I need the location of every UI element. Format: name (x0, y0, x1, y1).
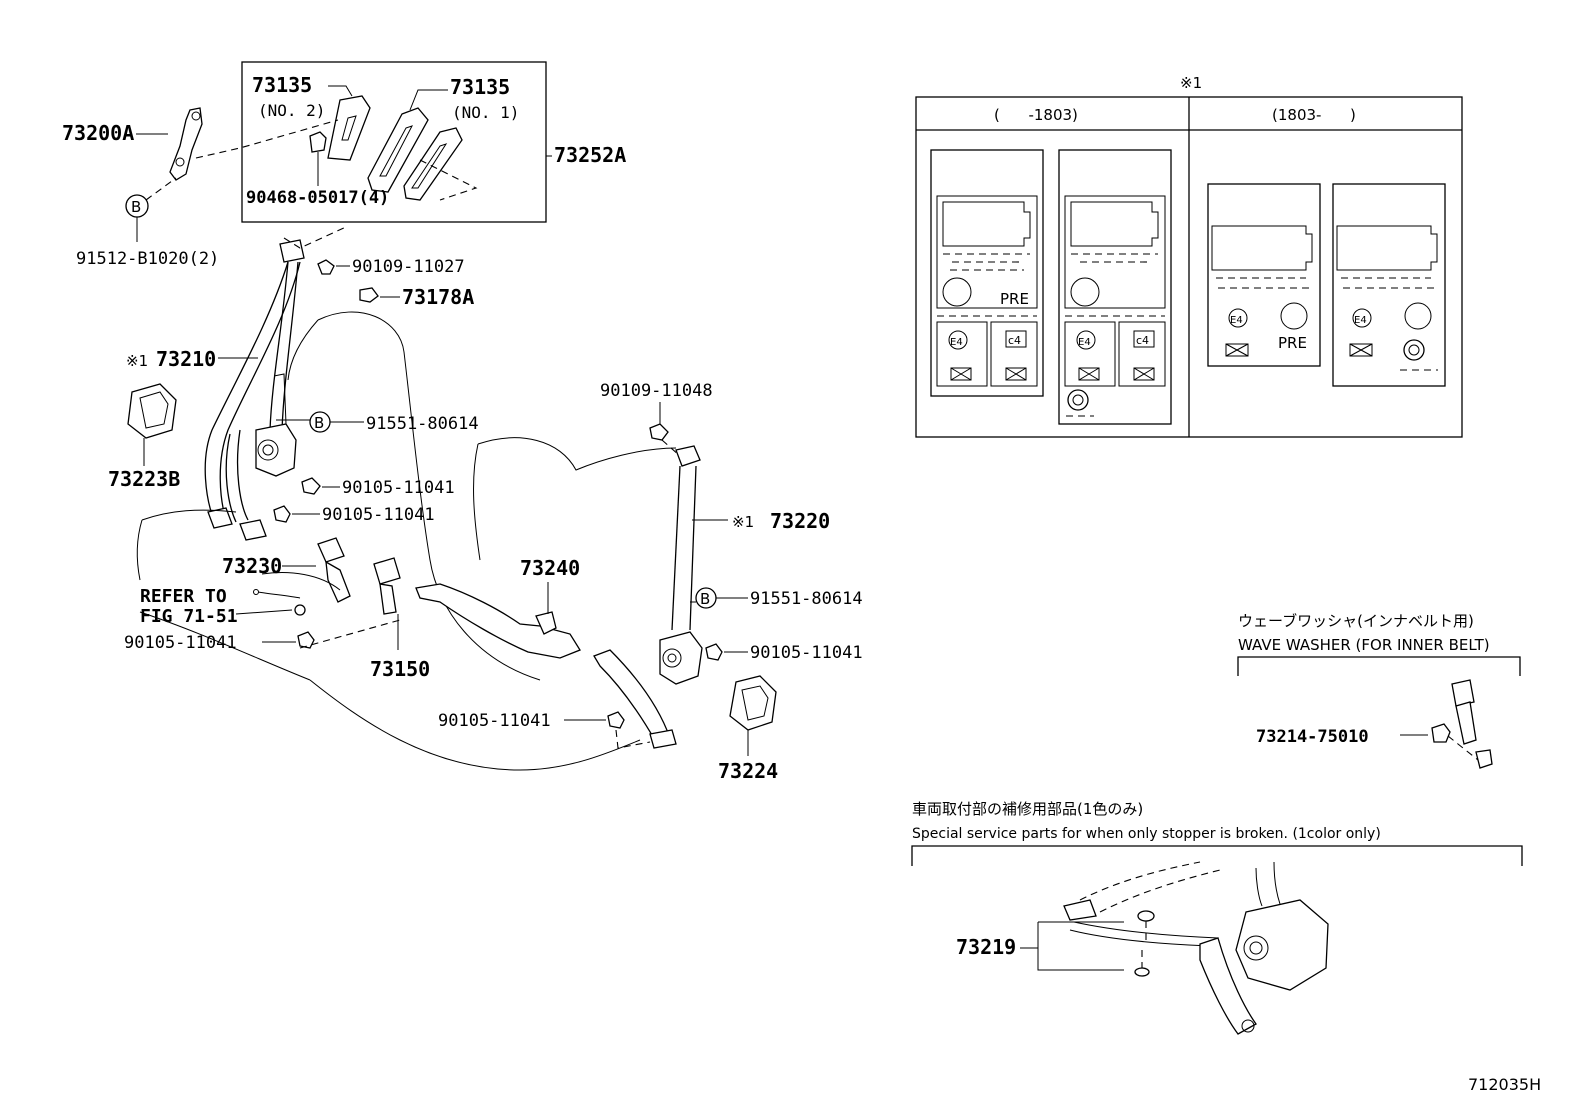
label-90105-e: 90105-11041 (438, 711, 551, 731)
c4-text-2: c4 (1136, 334, 1149, 347)
bracket-73200A-shape (169, 107, 203, 181)
label-73224: 73224 (718, 759, 778, 783)
ccc-mark-2 (1403, 339, 1425, 361)
cover-73224-shape (729, 675, 777, 731)
badge-b-3-text: B (700, 590, 710, 608)
shoulder-anchor-left (279, 239, 305, 263)
label-card-2: E4 c4 (1058, 149, 1172, 425)
label-73240: 73240 (520, 556, 580, 580)
stopper-bottom (1134, 967, 1150, 977)
service-parts-jp: 車両取付部の補修用部品(1色のみ) (912, 800, 1143, 818)
label-no2: (NO. 2) (258, 101, 325, 120)
pre-text-2: PRE (1278, 334, 1307, 352)
label-73200A: 73200A (62, 121, 134, 145)
diagram-code: 712035H (1468, 1075, 1541, 1094)
buckle-73230 (317, 537, 345, 563)
label-card-1: PRE E4 c4 (930, 149, 1044, 397)
label-73150: 73150 (370, 657, 430, 681)
note-mark-73220: ※1 (732, 513, 754, 531)
stopper-top (1137, 910, 1155, 922)
retractor-service (1235, 899, 1329, 991)
label-fig-71-51: FIG 71-51 (140, 606, 238, 627)
left-belt-group: 90109-11027 73178A ※1 73210 73223B B 915… (108, 225, 479, 541)
label-90105-a: 90105-11041 (342, 478, 455, 498)
table-note-mark: ※1 (1180, 74, 1202, 92)
guide-73178A (359, 287, 379, 303)
wave-washer-en: WAVE WASHER (FOR INNER BELT) (1238, 636, 1490, 654)
ccc-mark-1 (1067, 389, 1089, 411)
label-variants-table: ※1 ( -1803) (1803- ) PRE E4 c4 (915, 74, 1463, 438)
label-73135-no1: 73135 (450, 75, 510, 99)
label-90468-05017: 90468-05017(4) (246, 188, 389, 208)
wave-washer-shape (1431, 723, 1451, 743)
label-73252A: 73252A (554, 143, 626, 167)
e4-text-4: E4 (1354, 315, 1367, 326)
label-90105-c: 90105-11041 (124, 633, 237, 653)
label-91512-B1020: 91512-B1020(2) (76, 249, 219, 269)
label-90105-d: 90105-11041 (750, 643, 863, 663)
pre-text-1: PRE (1000, 290, 1029, 308)
center-belt-73240 (415, 583, 581, 659)
label-90109-11027: 90109-11027 (352, 257, 465, 277)
cover-no2-shape (327, 95, 371, 161)
label-refer-to: REFER TO (140, 586, 227, 607)
label-73210: 73210 (156, 347, 216, 371)
label-73219: 73219 (956, 935, 1016, 959)
c4-text-1: c4 (1008, 334, 1021, 347)
label-73178A: 73178A (402, 285, 474, 309)
badge-b-1-text: B (131, 198, 141, 216)
e4-text-1: E4 (950, 337, 963, 348)
table-col1-header: ( -1803) (994, 106, 1078, 124)
clip-90468-shape (309, 131, 327, 153)
shoulder-anchor-right (675, 445, 701, 467)
table-col2-header: (1803- ) (1272, 106, 1356, 124)
cover-73223B-shape (127, 383, 177, 439)
label-90109-11048: 90109-11048 (600, 381, 713, 401)
wave-washer-group: ウェーブワッシャ(インナベルト用) WAVE WASHER (FOR INNER… (1237, 612, 1521, 769)
buckle-73150 (373, 557, 401, 585)
seat-outline (136, 311, 677, 771)
label-73220: 73220 (770, 509, 830, 533)
buckle-group: 73230 REFER TO FIG 71-51 90105-11041 731… (124, 537, 430, 681)
label-no1: (NO. 1) (452, 103, 519, 122)
label-73223B: 73223B (108, 467, 180, 491)
retractor-left (255, 423, 297, 477)
label-90105-b: 90105-11041 (322, 505, 435, 525)
label-73135-no2: 73135 (252, 73, 312, 97)
wave-washer-jp: ウェーブワッシャ(インナベルト用) (1238, 612, 1474, 630)
note-mark-73210: ※1 (126, 352, 148, 370)
cover-kit-box (241, 61, 547, 223)
right-belt-group: 90109-11048 ※1 73220 B 91551-80614 90105… (438, 381, 863, 783)
label-card-4: E4 (1332, 183, 1446, 387)
e4-text-3: E4 (1230, 315, 1243, 326)
label-91551-right: 91551-80614 (750, 589, 863, 609)
badge-b-2-text: B (314, 414, 324, 432)
label-73214-75010: 73214-75010 (1256, 727, 1369, 747)
label-card-3: E4 PRE (1207, 183, 1321, 367)
center-belt-group: 73240 (415, 556, 581, 659)
label-73230: 73230 (222, 554, 282, 578)
label-91551-left: 91551-80614 (366, 414, 479, 434)
service-parts-en: Special service parts for when only stop… (912, 826, 1381, 842)
bracket-73200A-group: 73200A B 91512-B1020(2) (62, 107, 219, 269)
service-parts-group: 車両取付部の補修用部品(1色のみ) Special service parts … (911, 800, 1523, 1035)
e4-text-2: E4 (1078, 337, 1091, 348)
cover-kit-group: 73135 (NO. 2) 73135 (NO. 1) 90468-05017(… (195, 61, 626, 223)
